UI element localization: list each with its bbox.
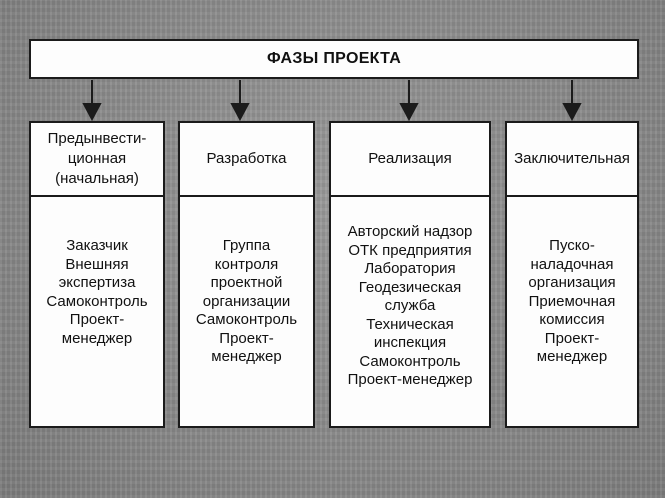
participant-line: Лаборатория xyxy=(364,260,456,277)
phase-participants: Пуско- наладочная организация Приемочная… xyxy=(507,197,637,367)
participant-line: комиссия xyxy=(539,311,605,328)
participant-line: организации xyxy=(202,292,291,310)
participant-line: Геодезическая xyxy=(358,278,462,296)
diagram-title: ФАЗЫ ПРОЕКТА xyxy=(266,50,402,67)
participant-line: ОТК предприятия xyxy=(348,241,472,259)
participant-line: наладочная xyxy=(530,255,614,273)
participant-line: Самоконтроль xyxy=(195,311,298,328)
participant-line: Самоконтроль xyxy=(359,352,461,370)
participant-line: проектной xyxy=(210,274,283,291)
phase-participants: Авторский надзор ОТК предприятия Лаборат… xyxy=(331,197,489,390)
participant-line: организация xyxy=(528,274,616,291)
phase-column-preinvestment: Предынвести- ционная (начальная) Заказчи… xyxy=(29,121,165,428)
participant-line: Внешняя xyxy=(65,255,129,273)
participant-line: Пуско- xyxy=(549,237,595,254)
participant-line: менеджер xyxy=(536,348,608,365)
participant-line: Приемочная xyxy=(528,292,616,310)
participant-line: контроля xyxy=(214,255,279,273)
phase-heading: Заключительная xyxy=(507,123,637,197)
phase-heading-line: Разработка xyxy=(206,150,287,167)
participant-line: Авторский надзор xyxy=(347,223,473,240)
participant-line: Проект-менеджер xyxy=(347,371,473,388)
phase-participants: Заказчик Внешняя экспертиза Самоконтроль… xyxy=(31,197,163,348)
phase-heading: Предынвести- ционная (начальная) xyxy=(31,123,163,197)
phase-column-development: Разработка Группа контроля проектной орг… xyxy=(178,121,315,428)
participant-line: Проект- xyxy=(219,329,274,347)
phase-heading-line: Реализация xyxy=(368,150,452,167)
participant-line: менеджер xyxy=(61,329,133,347)
participant-line: Заказчик xyxy=(66,237,128,254)
phase-heading-line: Предынвести- xyxy=(47,130,147,147)
diagram-title-box: ФАЗЫ ПРОЕКТА xyxy=(29,39,639,79)
phase-heading-line: Заключительная xyxy=(514,150,630,167)
phase-column-implementation: Реализация Авторский надзор ОТК предприя… xyxy=(329,121,491,428)
phase-participants: Группа контроля проектной организации Са… xyxy=(180,197,313,367)
participant-line: Техническая xyxy=(366,315,454,333)
participant-line: инспекция xyxy=(373,334,447,351)
phase-heading-line: ционная xyxy=(67,150,127,167)
participant-line: Группа xyxy=(222,237,271,254)
participant-line: менеджер xyxy=(211,348,282,365)
phase-column-final: Заключительная Пуско- наладочная организ… xyxy=(505,121,639,428)
phase-heading-line: (начальная) xyxy=(55,170,139,187)
participant-line: Самоконтроль xyxy=(46,292,148,310)
participant-line: Проект- xyxy=(69,311,125,328)
participant-line: служба xyxy=(384,297,436,314)
phase-heading: Разработка xyxy=(180,123,313,197)
phase-heading: Реализация xyxy=(331,123,489,197)
participant-line: экспертиза xyxy=(58,274,136,291)
participant-line: Проект- xyxy=(544,329,600,347)
